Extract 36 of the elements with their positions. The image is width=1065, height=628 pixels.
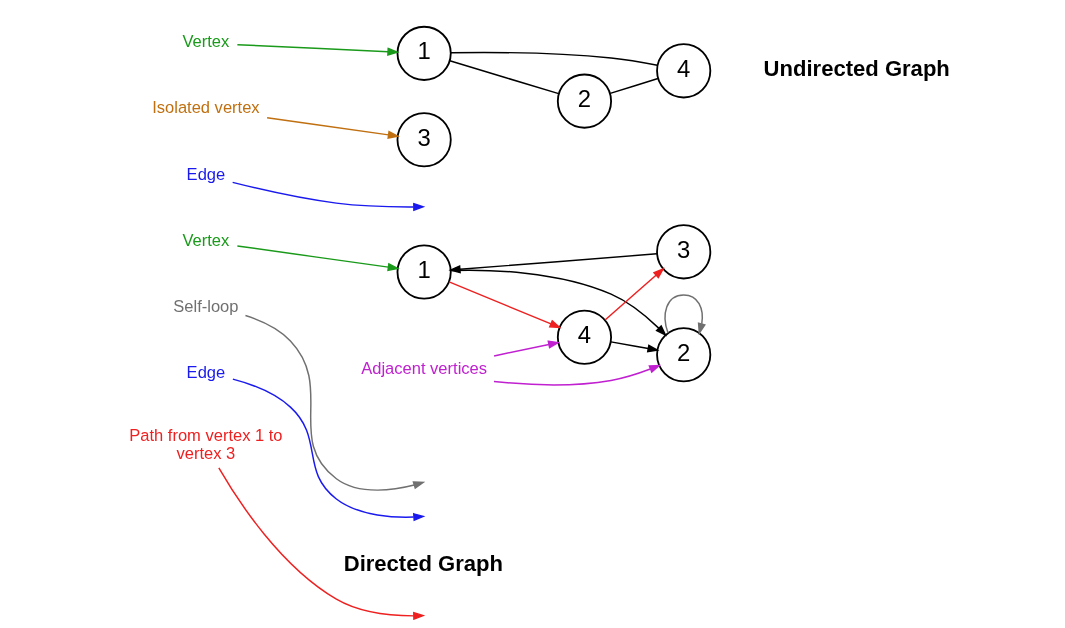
node-text: Vertex <box>181 230 229 250</box>
arrow <box>492 340 560 357</box>
node-circle: 3 <box>655 224 711 280</box>
arrow <box>449 269 667 337</box>
arrow <box>236 43 399 56</box>
arrow <box>217 467 425 620</box>
node-circle: 1 <box>396 244 452 300</box>
connector <box>449 51 658 66</box>
node-text: Vertex <box>181 32 229 52</box>
arrow <box>447 253 658 274</box>
label: Directed Graph <box>343 550 503 576</box>
node-circle: 2 <box>556 73 612 129</box>
arrow <box>663 294 706 336</box>
connector <box>448 60 559 95</box>
node-text: Edge <box>186 363 225 383</box>
node-circle: 2 <box>655 327 711 383</box>
arrow <box>231 181 425 212</box>
node-circle: 3 <box>396 112 452 168</box>
node-text: Self-loop <box>172 296 238 316</box>
node-circle: 1 <box>396 25 452 81</box>
arrow <box>244 314 425 491</box>
arrow <box>231 378 425 522</box>
arrow <box>236 245 400 272</box>
label: Undirected Graph <box>763 55 950 81</box>
node-text: Adjacent vertices <box>360 359 487 379</box>
arrow <box>603 267 665 321</box>
connector <box>608 77 659 95</box>
node-circle: 4 <box>556 309 612 365</box>
node-text: Edge <box>186 164 225 184</box>
arrow <box>447 281 562 329</box>
node-text: Path from vertex 1 to vertex 3 <box>128 425 283 463</box>
arrow <box>492 364 661 386</box>
arrow <box>265 117 400 139</box>
node-text: Isolated vertex <box>151 98 260 118</box>
node-circle: 4 <box>655 43 711 99</box>
arrow <box>609 341 660 353</box>
